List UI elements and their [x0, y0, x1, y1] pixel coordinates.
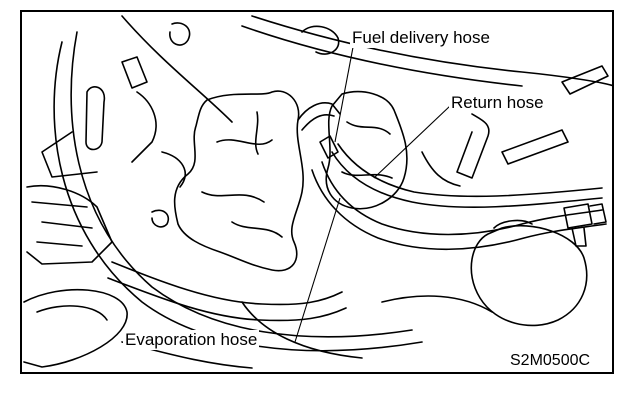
label-evaporation-hose: Evaporation hose	[123, 330, 260, 350]
label-fuel-delivery-hose: Fuel delivery hose	[350, 28, 492, 48]
engine-bay-drawing	[23, 15, 612, 369]
label-return-hose: Return hose	[449, 93, 546, 113]
figure-code: S2M0500C	[510, 352, 591, 369]
diagram-frame: Fuel delivery hose Return hose Evaporati…	[20, 10, 614, 374]
